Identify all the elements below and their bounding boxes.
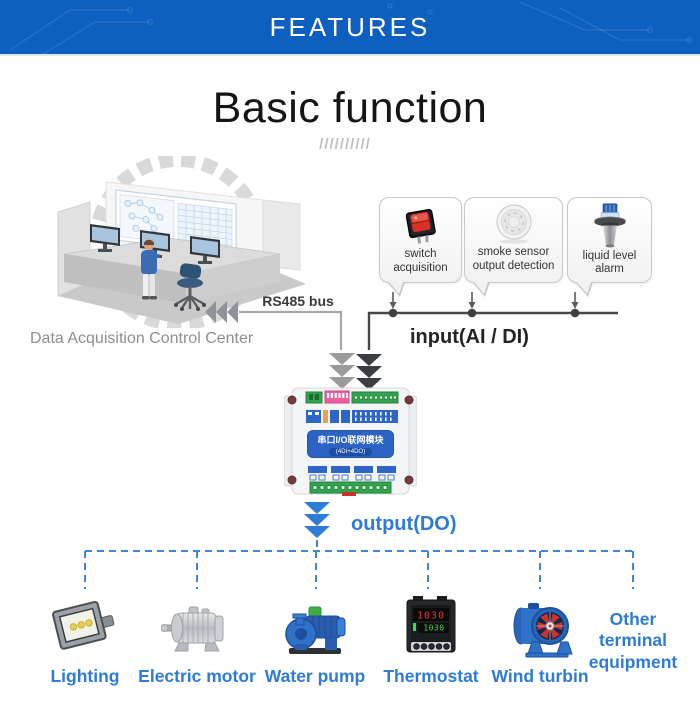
terminal-label-water-pump: Water pump [264, 666, 366, 686]
control-center-caption: Data Acquisition Control Center [30, 330, 254, 347]
terminal-label-electric-motor: Electric motor [138, 666, 256, 686]
thermostat-icon: 1030 1030 [406, 596, 456, 653]
sensor-bubble-liquid-level: liquid level alarm [567, 197, 652, 297]
liquid-level-sensor-icon [593, 203, 626, 248]
banner-title: FEATURES [269, 11, 431, 42]
module-model: (4DI+4DO) [328, 447, 373, 456]
desk-monitors [90, 224, 220, 264]
electric-motor-icon [161, 606, 224, 652]
sensor-bubble-switch: switch acquisition [379, 197, 462, 297]
sensor-label: smoke sensor output detection [472, 246, 555, 272]
output-dashed-network [84, 540, 634, 589]
rs485-bus-label: RS485 bus [262, 293, 334, 309]
thermostat-sv-readout: 1030 [423, 624, 444, 633]
module-name-cn: 串口I/O联网模块 [317, 434, 384, 445]
rs485-down-chevrons [329, 353, 355, 389]
input-bus-label: input(AI / DI) [410, 326, 529, 348]
office-chair [174, 263, 206, 311]
floodlight-icon [52, 600, 115, 650]
bus-junction-dots [388, 308, 580, 318]
rocker-switch-icon [405, 208, 436, 244]
control-center-illustration [57, 156, 306, 328]
smoke-detector-icon [495, 204, 532, 244]
relay-channel-markings [308, 466, 396, 481]
sensor-label: liquid level alarm [582, 249, 637, 276]
terminal-label-other-equipment: Other terminal equipment [588, 609, 678, 672]
features-banner: FEATURES [0, 0, 700, 56]
page-title: Basic function [212, 84, 488, 132]
corner-screws [287, 395, 414, 485]
terminal-label-lighting: Lighting [50, 666, 120, 686]
output-bus-label: output(DO) [351, 513, 457, 535]
water-pump-icon [285, 606, 346, 654]
terminal-label-thermostat: Thermostat [383, 666, 479, 686]
title-slashes-decoration: ////////// [319, 136, 371, 153]
circuit-pattern-decoration [9, 1, 694, 56]
module-name-plate: 串口I/O联网模块 (4DI+4DO) [307, 430, 394, 458]
input-down-chevrons [356, 354, 382, 390]
terminal-label-wind-turbin: Wind turbin [491, 666, 589, 686]
operator-person [141, 239, 160, 300]
sensor-bubble-smoke: smoke sensor output detection [464, 197, 563, 297]
thermostat-pv-readout: 1030 [417, 611, 445, 622]
io-module-illustration [283, 387, 418, 496]
sensor-label: switch acquisition [393, 248, 448, 274]
serial-io-module: 串口I/O联网模块 (4DI+4DO) [283, 386, 418, 496]
output-down-chevrons [304, 502, 330, 538]
wind-turbine-fan-icon [513, 603, 573, 658]
